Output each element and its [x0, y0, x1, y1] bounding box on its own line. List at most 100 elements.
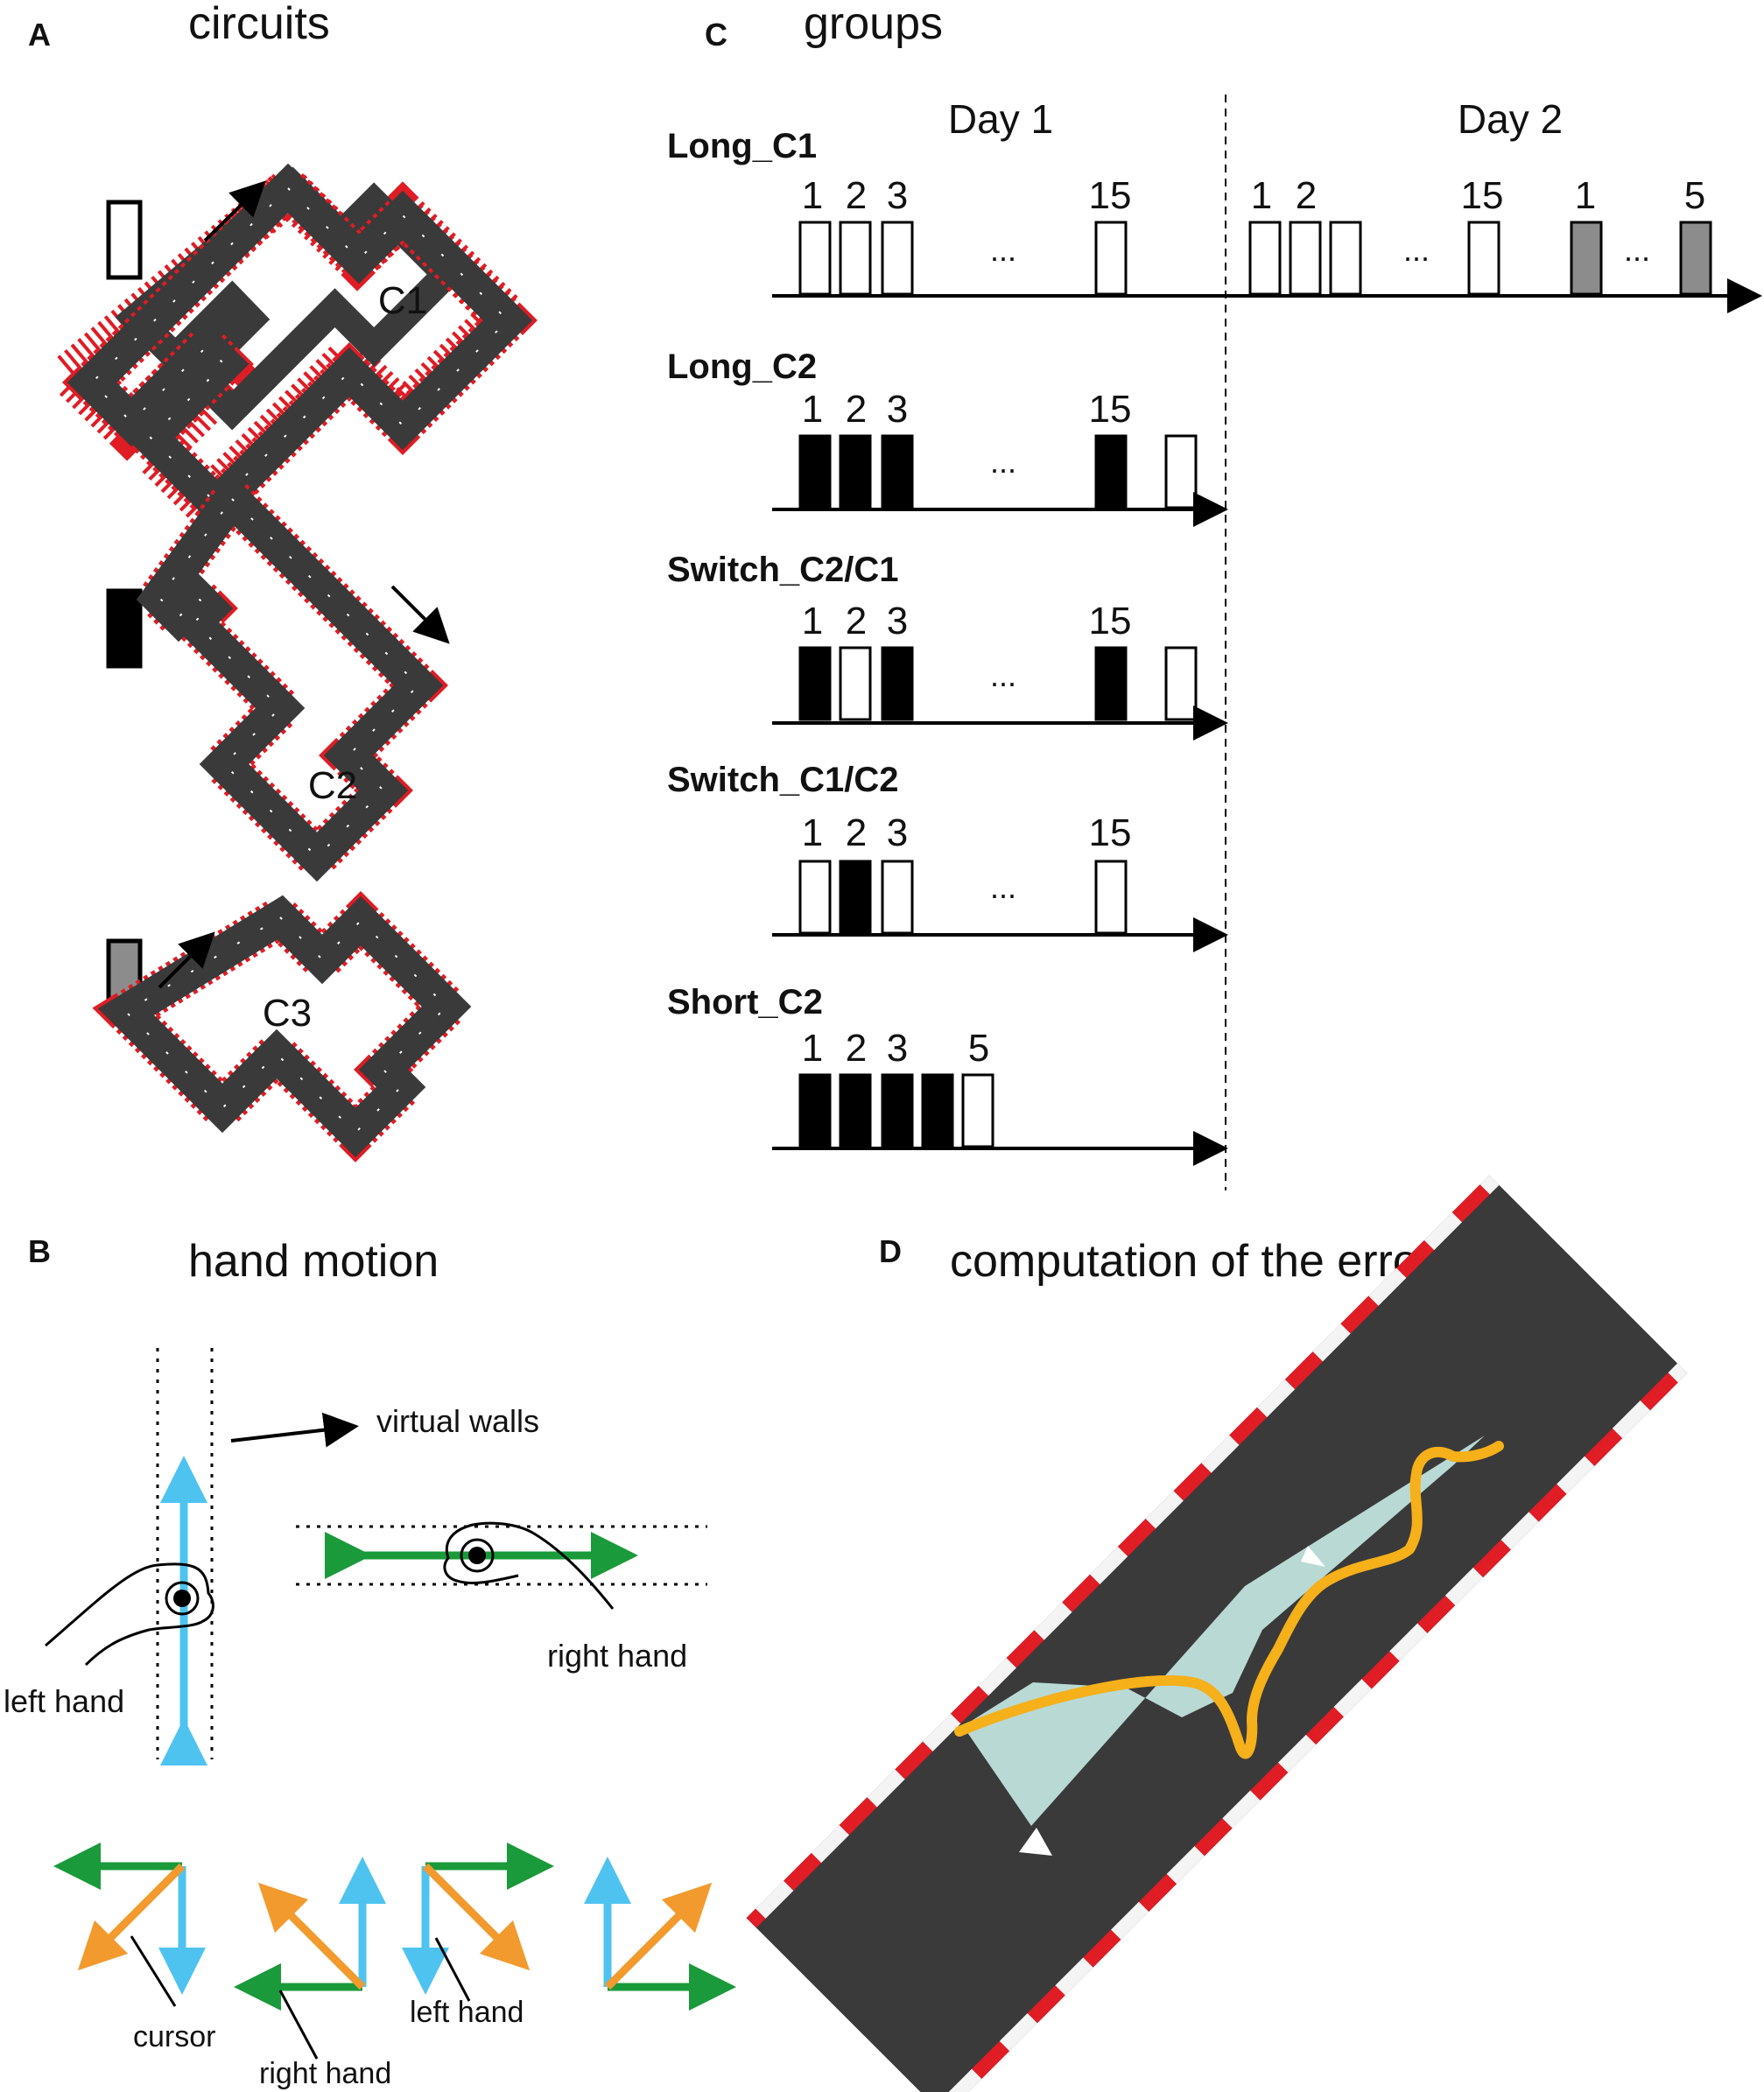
- left-hand-label: left hand: [4, 1683, 124, 1719]
- session-block: [798, 434, 832, 509]
- c3-direction-arrow: [158, 931, 215, 989]
- group-switch-c2-c1: Switch_C2/C1 1 2 3 15 ...: [667, 551, 1228, 741]
- session-block: [798, 860, 832, 935]
- ellipsis: ...: [990, 869, 1016, 905]
- session-block-c3: [1679, 221, 1712, 296]
- left-hand-icon: [45, 1562, 214, 1667]
- session-label: 1: [1251, 174, 1272, 217]
- mapping-4: [584, 1857, 736, 2011]
- panel-c-letter: C: [705, 17, 727, 53]
- session-block: [839, 1073, 872, 1148]
- c2-label: C2: [308, 764, 357, 807]
- c2-direction-arrow: [390, 585, 450, 644]
- day2-label: Day 2: [1458, 96, 1563, 142]
- group-long-c1: Long_C1 1 2 3 15 1 2 15 1 5 ... ... ...: [667, 127, 1762, 313]
- group-switch-c1-c2: Switch_C1/C2 1 2 3 15 ...: [667, 761, 1228, 952]
- session-block: [839, 221, 872, 296]
- session-block: [1094, 434, 1128, 509]
- error-area: [963, 1436, 1485, 1826]
- c1-label: C1: [378, 279, 427, 322]
- panel-a-letter: A: [28, 17, 51, 53]
- group-name: Switch_C2/C1: [667, 551, 899, 589]
- session-block: [1467, 221, 1500, 296]
- group-name: Short_C2: [667, 983, 823, 1021]
- session-label: 2: [846, 174, 867, 217]
- session-label: 2: [1296, 174, 1317, 217]
- session-block: [798, 646, 832, 721]
- panel-c-title: groups: [804, 0, 943, 49]
- session-label: 2: [846, 388, 867, 431]
- group-name: Long_C1: [667, 127, 817, 165]
- virtual-walls-arrow: [230, 1412, 359, 1448]
- c2-legend-block: [106, 588, 143, 669]
- day1-label: Day 1: [948, 96, 1053, 142]
- session-block: [839, 860, 872, 935]
- c1-legend-block: [106, 200, 143, 280]
- left-hand-small-label: left hand: [410, 1996, 524, 2029]
- session-block: [1289, 221, 1322, 296]
- panel-b-letter: B: [28, 1233, 51, 1269]
- session-block: [881, 860, 914, 935]
- session-block: [1164, 434, 1198, 509]
- session-label: 1: [802, 174, 823, 217]
- session-block: [1164, 646, 1198, 721]
- panel-d-letter: D: [879, 1233, 902, 1269]
- ellipsis: ...: [990, 657, 1016, 693]
- session-label: 1: [802, 388, 823, 431]
- session-label: 5: [1684, 174, 1705, 217]
- session-block: [881, 221, 914, 296]
- mapping-3: [402, 1843, 554, 2002]
- session-label: 3: [887, 388, 908, 431]
- panel-a-title: circuits: [188, 0, 330, 49]
- session-block: [1094, 860, 1128, 935]
- virtual-walls-label: virtual walls: [376, 1403, 539, 1439]
- cursor-label: cursor: [133, 2020, 215, 2053]
- session-block: [1248, 221, 1282, 296]
- ellipsis: ...: [1403, 232, 1430, 268]
- session-label: 5: [968, 1027, 989, 1070]
- session-label: 3: [887, 174, 908, 217]
- ellipsis: ...: [1624, 232, 1650, 268]
- session-block: [1094, 646, 1128, 721]
- session-block: [881, 1073, 914, 1148]
- session-label: 15: [1089, 811, 1132, 854]
- mapping-1: [53, 1843, 206, 2007]
- session-label: 2: [846, 600, 867, 642]
- session-label: 2: [846, 811, 867, 854]
- cursor-path: [954, 1441, 1504, 1759]
- session-label: 15: [1089, 174, 1132, 217]
- session-label: 3: [887, 600, 908, 642]
- right-hand-label: right hand: [547, 1638, 687, 1674]
- session-label: 1: [1575, 174, 1596, 217]
- session-label: 2: [846, 1027, 867, 1070]
- session-label: 1: [802, 600, 823, 642]
- c3-road-surface: [97, 895, 472, 1158]
- session-block: [881, 646, 914, 721]
- track-marker-triangle: [1019, 1828, 1052, 1856]
- session-label: 1: [802, 811, 823, 854]
- session-block: [839, 646, 872, 721]
- panel-d-title: computation of the error: [950, 1236, 1433, 1287]
- group-long-c2: Long_C2 1 2 3 15 ...: [667, 347, 1228, 527]
- panel-b-title: hand motion: [188, 1236, 439, 1287]
- session-block: [961, 1073, 994, 1148]
- session-block: [839, 434, 872, 509]
- session-label: 15: [1461, 174, 1504, 217]
- session-label: 3: [887, 811, 908, 854]
- ellipsis: ...: [990, 444, 1016, 480]
- session-block: [1094, 221, 1128, 296]
- session-block: [798, 221, 832, 296]
- c3-label: C3: [263, 992, 312, 1035]
- ellipsis: ...: [990, 232, 1016, 268]
- group-short-c2: Short_C2 1 2 3 5: [667, 983, 1228, 1166]
- right-hand-small-label: right hand: [259, 2057, 391, 2090]
- session-label: 15: [1089, 600, 1132, 642]
- c1-direction-arrow: [203, 180, 266, 242]
- session-label: 3: [887, 1027, 908, 1070]
- group-name: Switch_C1/C2: [667, 761, 899, 799]
- group-name: Long_C2: [667, 347, 817, 386]
- c2-road-surface: [136, 472, 444, 882]
- track-marker-triangle-2: [1301, 1546, 1325, 1567]
- session-block: [798, 1073, 832, 1148]
